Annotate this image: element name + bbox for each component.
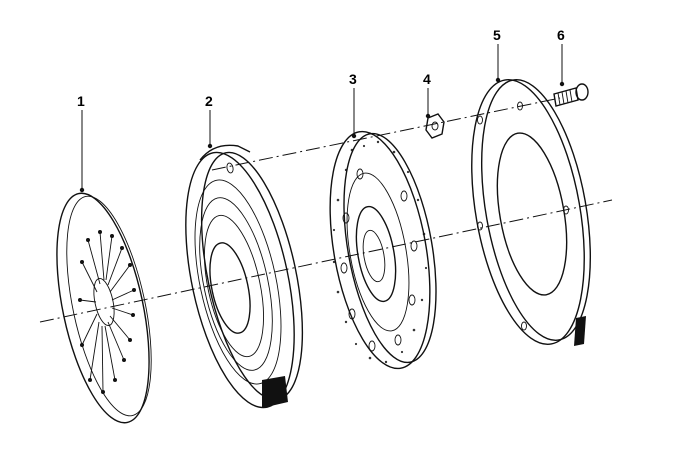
- callout-5-label: 5: [493, 27, 501, 43]
- callout-3-label: 3: [349, 71, 357, 87]
- part-6-bolt: [553, 83, 589, 107]
- part-1-pressure-plate: [56, 192, 152, 424]
- callout-6-label: 6: [557, 27, 565, 43]
- callout-4-label: 4: [423, 71, 431, 87]
- center-axis: [39, 199, 613, 323]
- callout-leaders: [79, 44, 565, 193]
- part-2-clutch-cover: [185, 144, 304, 409]
- part-4-nut: [425, 113, 445, 139]
- callout-1-label: 1: [77, 93, 85, 109]
- bolt-axis: [211, 97, 561, 171]
- part-3-clutch-disc: [329, 130, 437, 370]
- part-5-flywheel-ring: [471, 79, 592, 346]
- callout-2-label: 2: [205, 93, 213, 109]
